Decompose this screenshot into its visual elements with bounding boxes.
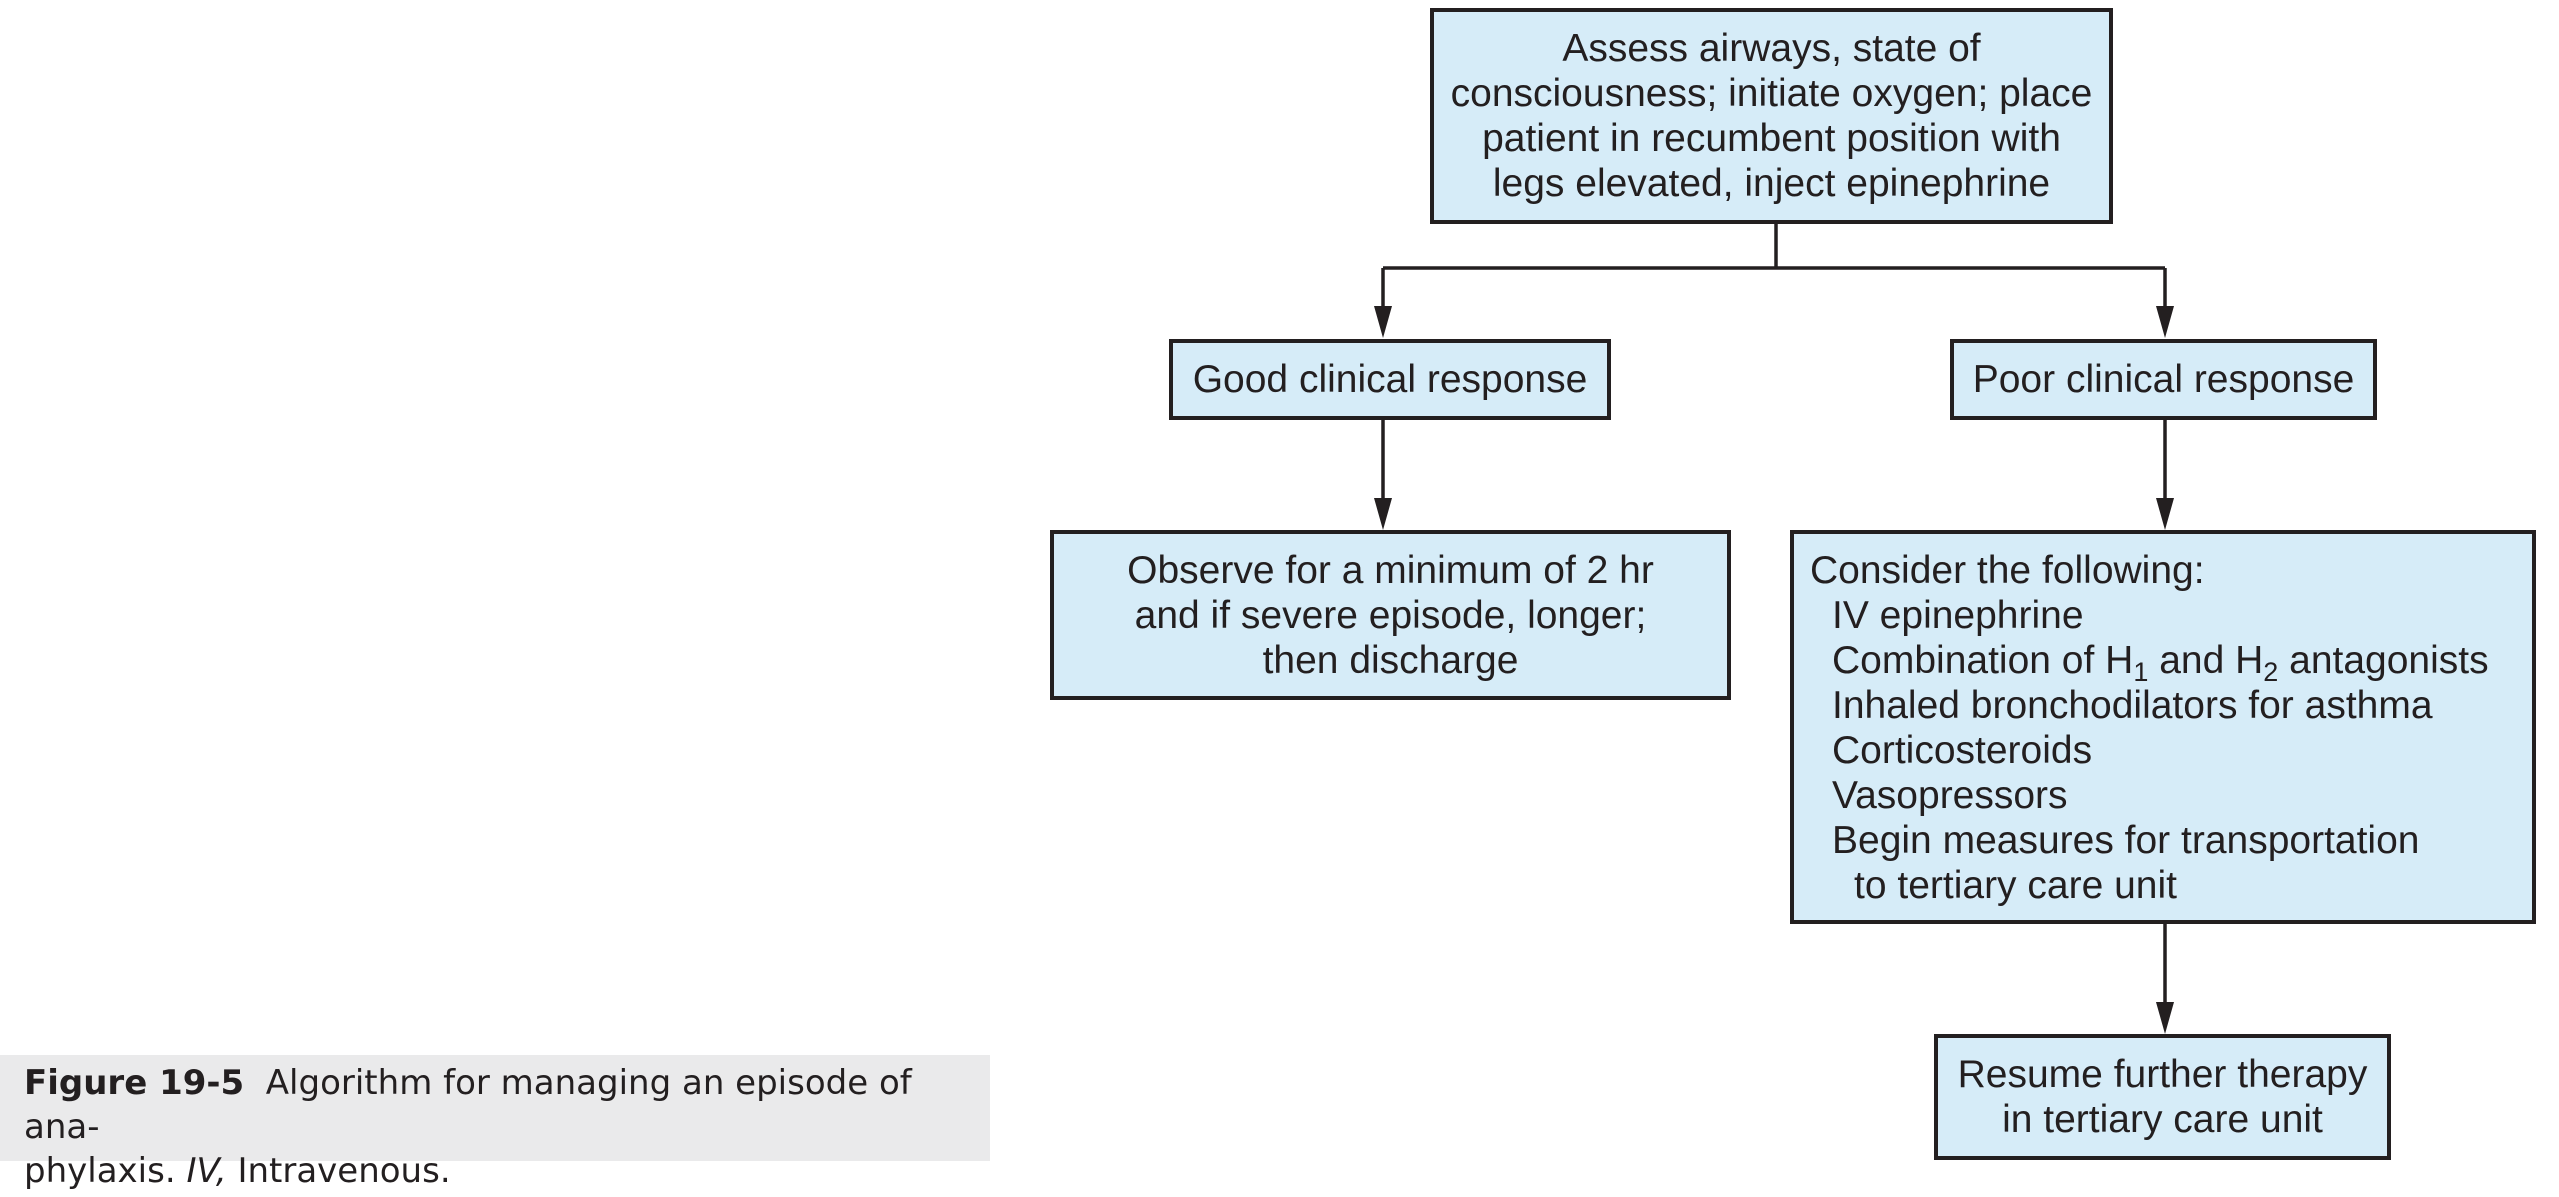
observe-line-1: Observe for a minimum of 2 hr <box>1127 548 1654 592</box>
assess-line-4: legs elevated, inject epinephrine <box>1492 162 2051 205</box>
assess-airways-box: Assess airways, state of consciousness; … <box>1430 8 2113 224</box>
resume-therapy-box: Resume further therapy in tertiary care … <box>1934 1034 2391 1160</box>
consider-item-h1-h2-antagonists: Combination of H1 and H2 antagonists <box>1810 638 2532 686</box>
combo-mid: and H <box>2148 639 2264 682</box>
assess-line-2: consciousness; initiate oxygen; place <box>1450 72 2093 115</box>
consider-following-box: Consider the following: IV epinephrine C… <box>1790 530 2536 924</box>
h1-subscript: 1 <box>2133 657 2149 687</box>
caption-text-line-2-post: Intravenous. <box>226 1151 451 1191</box>
figure-label: Figure 19-5 <box>24 1063 245 1103</box>
poor-clinical-response-box: Poor clinical response <box>1950 339 2377 420</box>
combo-prefix: Combination of H <box>1832 639 2134 682</box>
consider-item-begin-transport-cont: to tertiary care unit <box>1854 864 2177 907</box>
caption-text-line-1: Algorithm for managing an episode of ana… <box>24 1063 912 1147</box>
caption-line-1: Figure 19-5 Algorithm for managing an ep… <box>24 1061 990 1149</box>
assess-line-3: patient in recumbent position with <box>1482 117 2061 160</box>
good-clinical-response-box: Good clinical response <box>1169 339 1611 420</box>
figure-caption: Figure 19-5 Algorithm for managing an ep… <box>0 1055 990 1191</box>
consider-item-inhaled-bronchodilators: Inhaled bronchodilators for asthma <box>1832 684 2433 727</box>
consider-item-corticosteroids: Corticosteroids <box>1832 729 2093 772</box>
arrowhead-poor <box>2156 306 2174 338</box>
resume-line-1: Resume further therapy <box>1957 1053 2368 1096</box>
assess-line-1: Assess airways, state of <box>1562 27 1981 70</box>
resume-line-2: in tertiary care unit <box>2002 1098 2323 1141</box>
arrowhead-resume <box>2156 1002 2174 1034</box>
caption-abbreviation: IV, <box>186 1151 227 1191</box>
arrowhead-good <box>1374 306 1392 338</box>
arrowhead-observe <box>1374 498 1392 530</box>
observe-discharge-box: Observe for a minimum of 2 hr and if sev… <box>1050 530 1731 700</box>
consider-item-vasopressors: Vasopressors <box>1832 774 2068 817</box>
consider-heading: Consider the following: <box>1810 549 2205 592</box>
observe-line-2: and if severe episode, longer; <box>1134 593 1647 637</box>
h2-subscript: 2 <box>2263 657 2279 687</box>
arrowhead-consider <box>2156 498 2174 530</box>
poor-response-label: Poor clinical response <box>1972 358 2355 401</box>
combo-suffix: antagonists <box>2278 639 2489 682</box>
caption-line-2: phylaxis. IV, Intravenous. <box>24 1149 990 1193</box>
consider-item-iv-epinephrine: IV epinephrine <box>1832 594 2084 637</box>
good-response-label: Good clinical response <box>1192 358 1588 401</box>
consider-item-begin-transport: Begin measures for transportation <box>1832 819 2420 862</box>
observe-line-3: then discharge <box>1262 638 1519 682</box>
caption-text-line-2-pre: phylaxis. <box>24 1151 187 1191</box>
